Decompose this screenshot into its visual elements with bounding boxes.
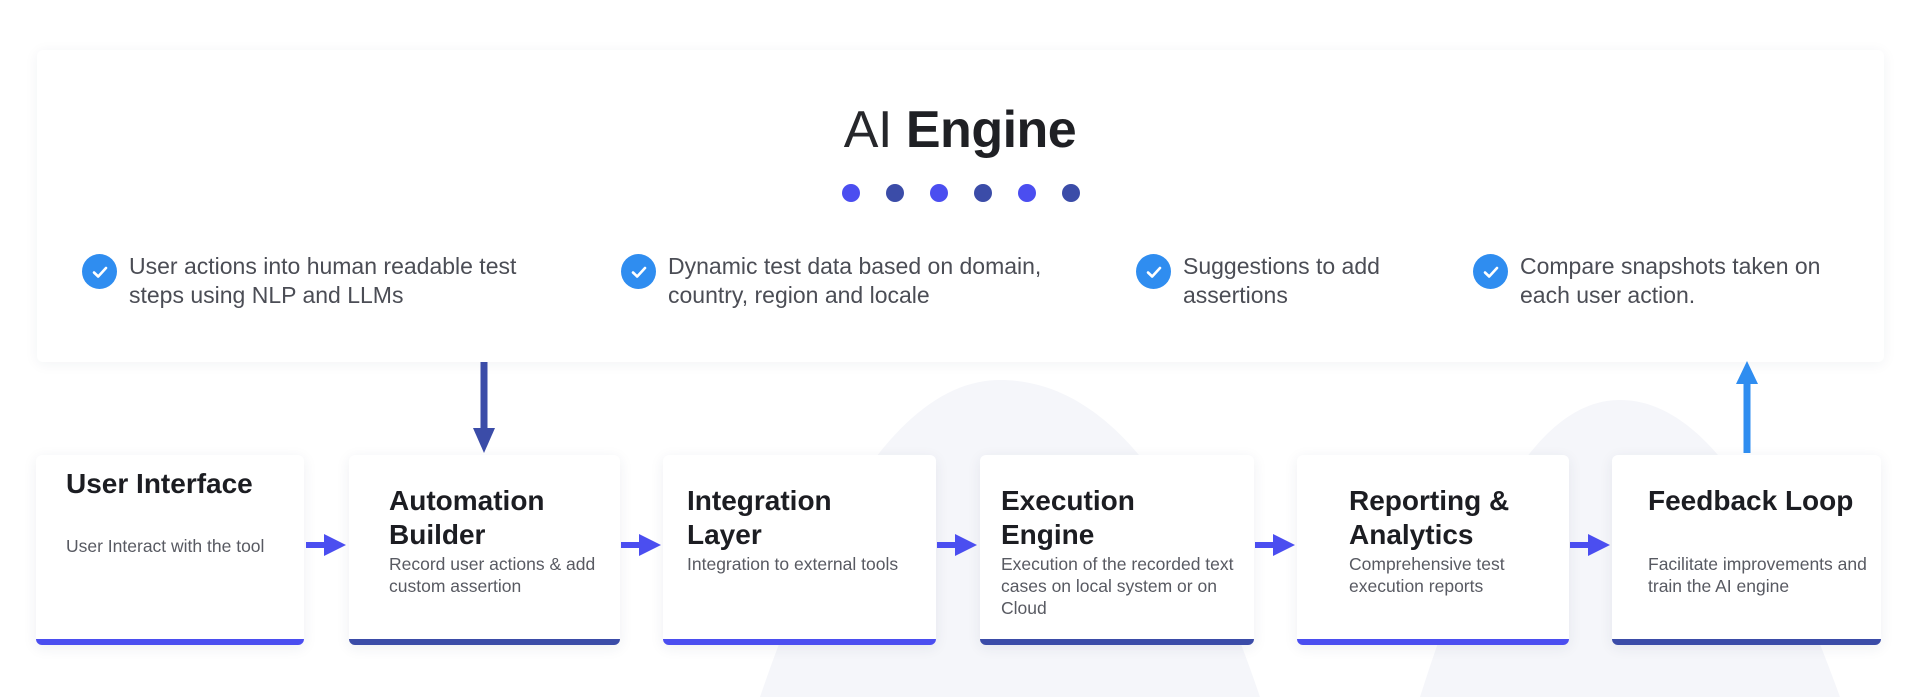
step-title: Reporting & Analytics (1349, 485, 1510, 550)
check-icon (1136, 254, 1171, 289)
step-bar (1297, 639, 1569, 645)
step-description: User Interact with the tool (66, 536, 265, 556)
check-icon (82, 254, 117, 289)
arrow-right-icon (937, 534, 977, 556)
step-bar (663, 639, 936, 645)
step-card-user-interface: User Interface User Interact with the to… (36, 455, 304, 645)
arrow-right-icon (306, 534, 346, 556)
step-description: Comprehensive test execution reports (1349, 554, 1505, 596)
step-bar (1612, 639, 1881, 645)
feature-list: User actions into human readable test st… (0, 252, 1920, 322)
feature-text: Suggestions to add assertions (1183, 253, 1380, 308)
step-description: Execution of the recorded text cases on … (1001, 554, 1234, 618)
check-icon (1473, 254, 1508, 289)
step-description: Record user actions & add custom asserti… (389, 554, 596, 596)
step-title: User Interface (66, 468, 253, 499)
title-light: AI (843, 101, 893, 159)
feature-text: User actions into human readable test st… (129, 253, 517, 308)
feature-item: User actions into human readable test st… (82, 252, 552, 310)
step-title: Integration Layer (687, 485, 832, 550)
arrow-down-icon (473, 362, 495, 453)
step-bar (36, 639, 304, 645)
step-title: Execution Engine (1001, 485, 1135, 550)
indicator-dot (842, 184, 860, 202)
step-card-feedback-loop: Feedback Loop Facilitate improvements an… (1612, 455, 1881, 645)
indicator-dot (886, 184, 904, 202)
feature-item: Compare snapshots taken on each user act… (1473, 252, 1853, 310)
arrow-up-icon (1736, 361, 1758, 453)
step-card-execution-engine: Execution Engine Execution of the record… (980, 455, 1254, 645)
feature-text: Dynamic test data based on domain, count… (668, 253, 1042, 308)
step-description: Facilitate improvements and train the AI… (1648, 554, 1867, 596)
arrow-right-icon (1255, 534, 1295, 556)
check-icon (621, 254, 656, 289)
step-card-integration-layer: Integration Layer Integration to externa… (663, 455, 936, 645)
step-description: Integration to external tools (687, 554, 899, 574)
dot-indicator (842, 184, 1082, 204)
ai-engine-title: AI Engine (0, 100, 1920, 160)
indicator-dot (930, 184, 948, 202)
arrow-right-icon (621, 534, 661, 556)
feature-item: Dynamic test data based on domain, count… (621, 252, 1081, 310)
feature-item: Suggestions to add assertions (1136, 252, 1396, 310)
step-bar (980, 639, 1254, 645)
step-title: Automation Builder (389, 485, 545, 550)
indicator-dot (1062, 184, 1080, 202)
title-bold: Engine (905, 101, 1077, 159)
step-card-reporting-analytics: Reporting & Analytics Comprehensive test… (1297, 455, 1569, 645)
ai-engine-panel (37, 50, 1884, 362)
step-card-automation-builder: Automation Builder Record user actions &… (349, 455, 620, 645)
arrow-right-icon (1570, 534, 1610, 556)
feature-text: Compare snapshots taken on each user act… (1520, 253, 1821, 308)
step-title: Feedback Loop (1648, 485, 1854, 516)
step-bar (349, 639, 620, 645)
indicator-dot (974, 184, 992, 202)
indicator-dot (1018, 184, 1036, 202)
